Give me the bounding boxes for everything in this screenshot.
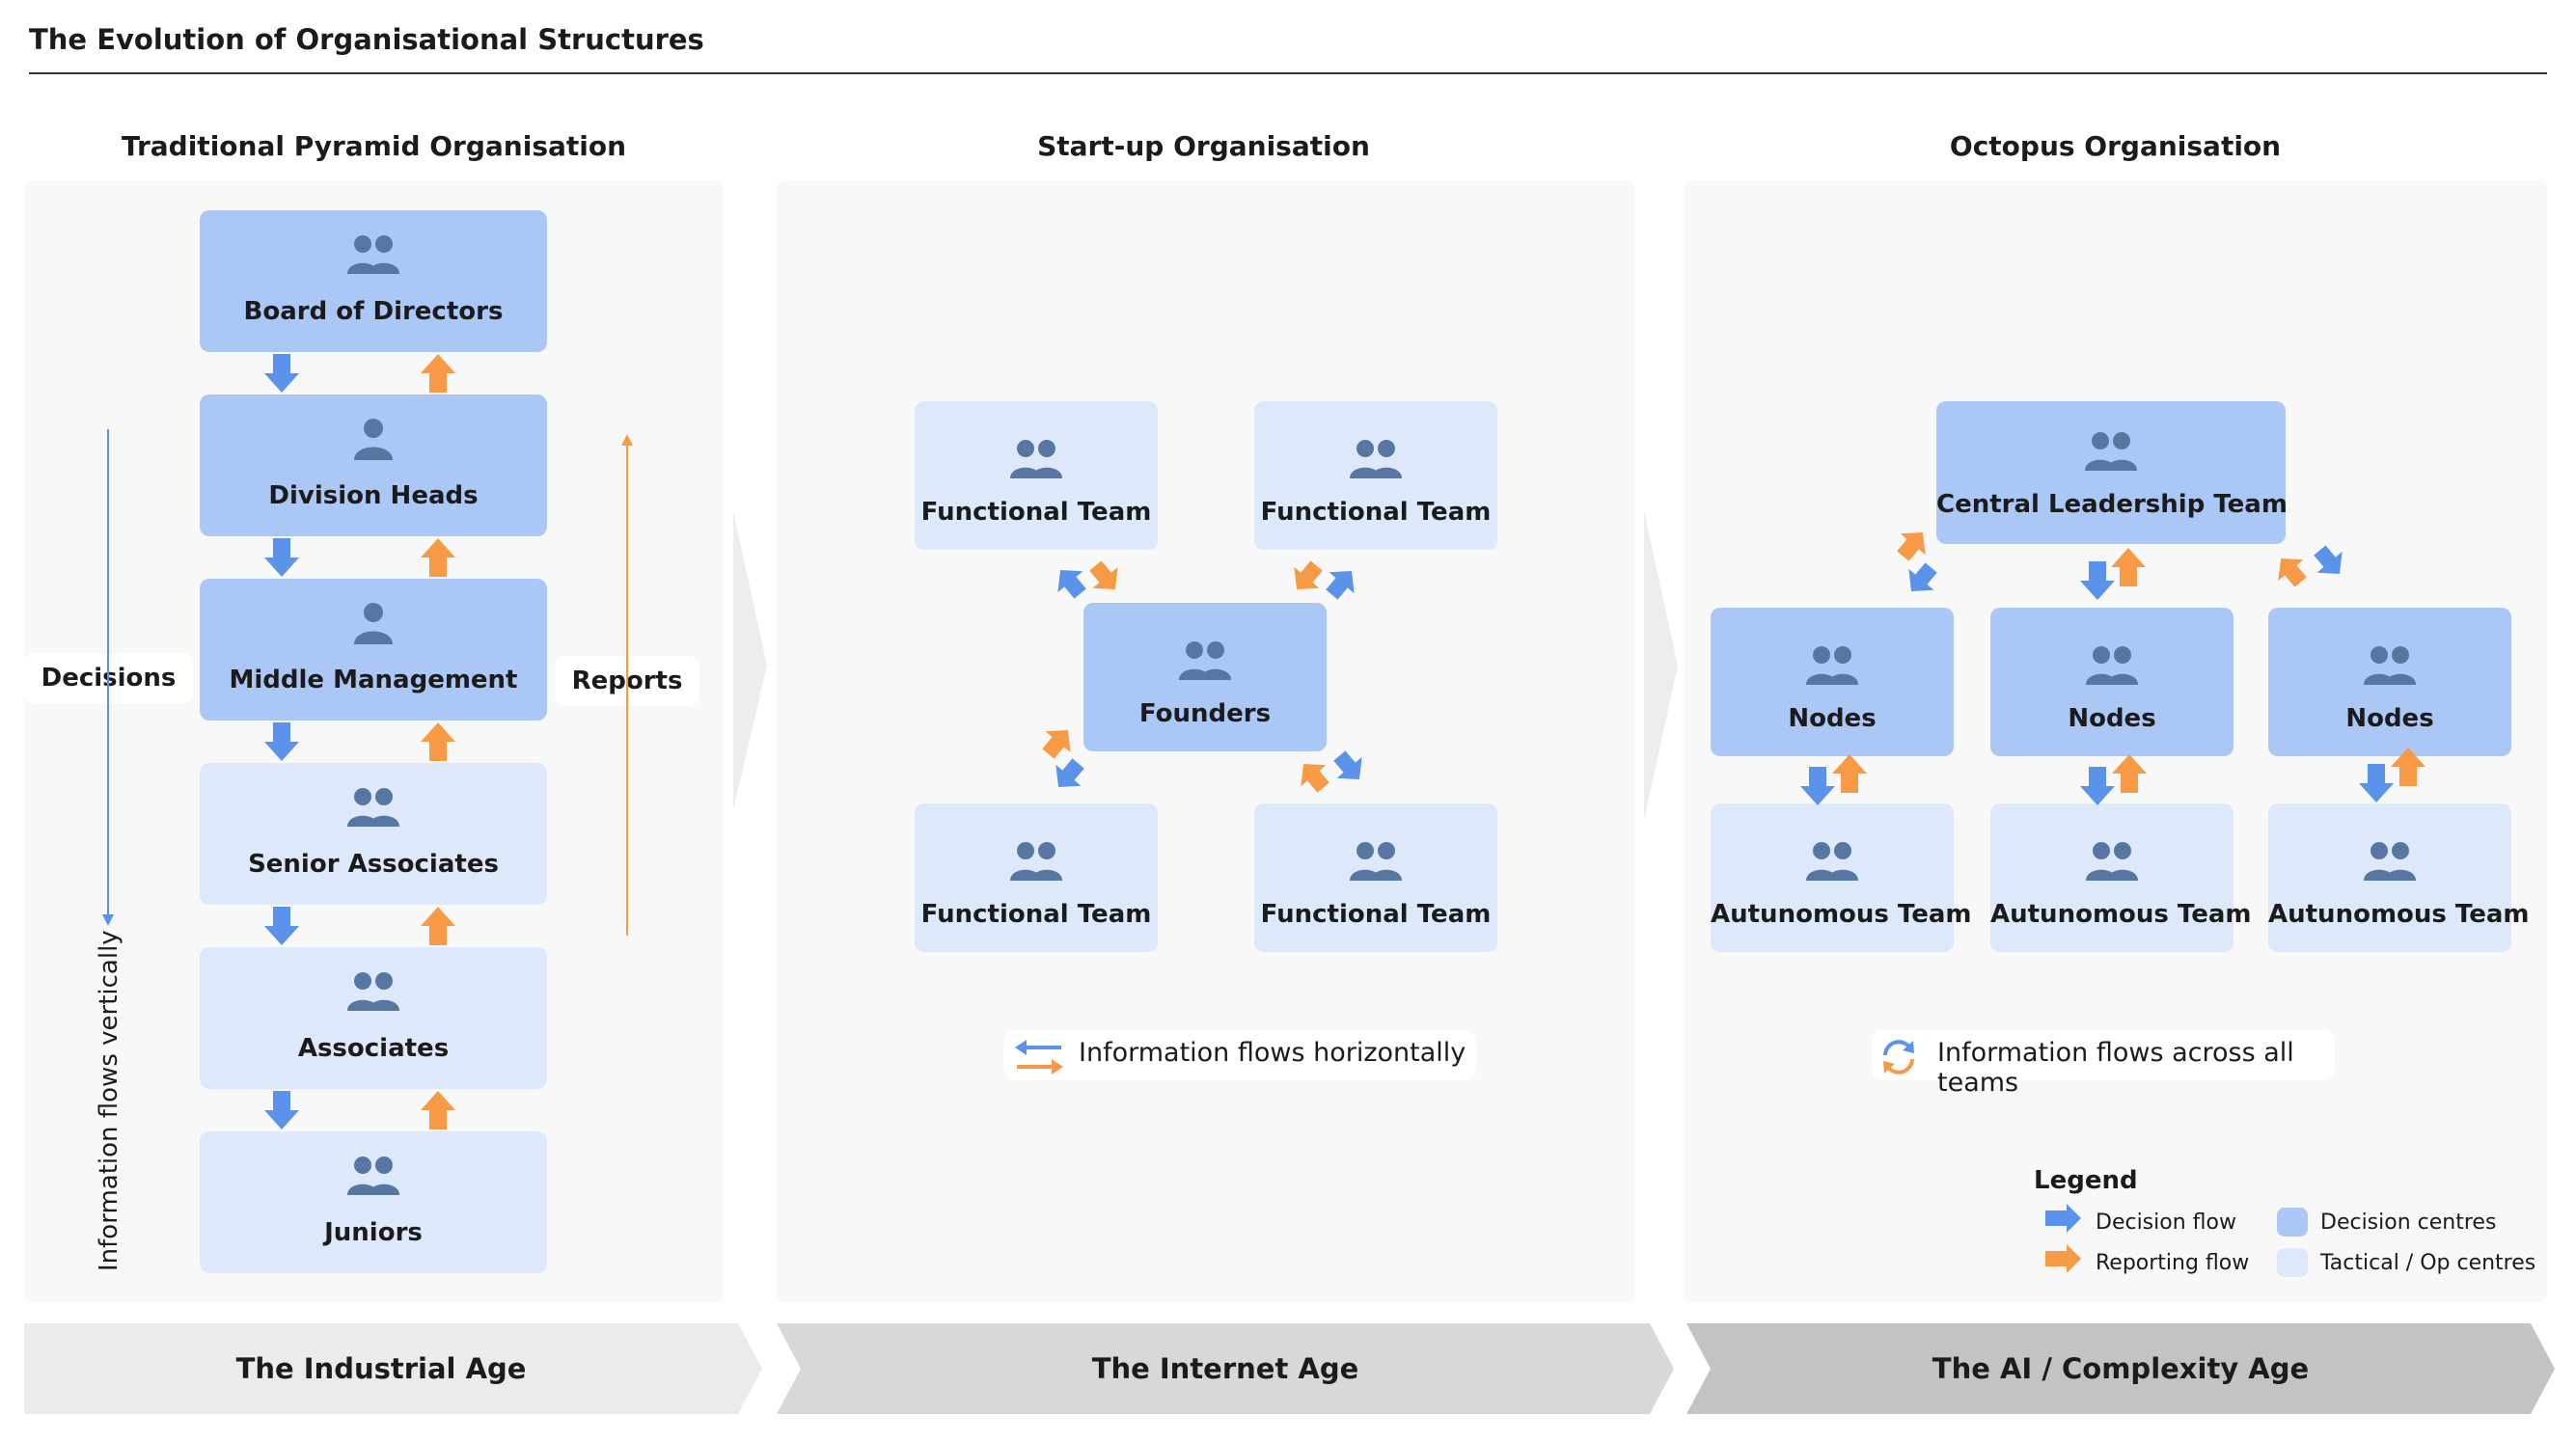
- pyramid-level-associates: Associates: [200, 947, 547, 1089]
- group-icon: [1178, 638, 1232, 688]
- reporting-flow-arrow: [2111, 548, 2146, 586]
- startup-team-top-left: Functional Team: [915, 401, 1158, 550]
- startup-caption: Information flows horizontally: [1003, 1030, 1476, 1080]
- octopus-title: Octopus Organisation: [1949, 130, 2282, 162]
- legend-decision-swatch: [2277, 1208, 2308, 1237]
- group-icon: [2085, 642, 2139, 693]
- decision-flow-arrow: [264, 354, 299, 393]
- reporting-flow-arrow: [421, 1091, 455, 1129]
- group-icon: [2084, 428, 2138, 478]
- reporting-flow-arrow: [2268, 548, 2314, 593]
- pyramid-panel: [24, 180, 724, 1302]
- legend-title: Legend: [2034, 1166, 2138, 1195]
- reporting-flow-arrow: [1890, 522, 1935, 567]
- octopus-node-1: Nodes: [1711, 608, 1954, 756]
- reporting-flow-arrow: [1082, 555, 1128, 600]
- startup-title: Start-up Organisation: [1037, 130, 1370, 162]
- decision-flow-arrow: [1327, 745, 1372, 790]
- person-icon: [346, 416, 400, 466]
- decision-flow-arrow: [1319, 560, 1364, 606]
- legend-decision-centres: Decision centres: [2320, 1211, 2497, 1235]
- group-icon: [2363, 642, 2417, 693]
- group-icon: [1009, 838, 1063, 888]
- pyramid-level-board: Board of Directors: [200, 210, 547, 352]
- column-separator-2: [1644, 511, 1678, 820]
- octopus-node-2: Nodes: [1990, 608, 2233, 756]
- legend-decision-flow: Decision flow: [2096, 1211, 2236, 1235]
- octopus-team-1: Autunomous Team: [1711, 803, 1972, 952]
- age-banner-ai-complexity: The AI / Complexity Age: [1686, 1323, 2555, 1414]
- person-icon: [346, 600, 400, 650]
- decision-flow-arrow: [2080, 561, 2115, 600]
- startup-team-bottom-right: Functional Team: [1254, 803, 1497, 952]
- startup-founders: Founders: [1083, 603, 1327, 751]
- decision-flow-arrow: [1800, 767, 1835, 805]
- page-title: The Evolution of Organisational Structur…: [29, 23, 704, 56]
- reporting-flow-arrow: [1035, 720, 1081, 765]
- pyramid-level-division-heads: Division Heads: [200, 395, 547, 536]
- group-icon: [1349, 838, 1403, 888]
- group-icon: [346, 784, 400, 834]
- group-icon: [1805, 642, 1859, 693]
- decision-flow-arrow: [1046, 752, 1091, 798]
- octopus-node-3: Nodes: [2268, 608, 2511, 756]
- pyramid-level-senior-associates: Senior Associates: [200, 763, 547, 905]
- group-icon: [1009, 436, 1063, 486]
- age-banner-industrial: The Industrial Age: [24, 1323, 762, 1414]
- octopus-team-3: Autunomous Team: [2268, 803, 2530, 952]
- age-banner-internet: The Internet Age: [777, 1323, 1674, 1414]
- refresh-cycle-icon: [1877, 1036, 1920, 1085]
- reporting-flow-arrow: [2391, 748, 2425, 786]
- decision-flow-arrow: [2080, 767, 2115, 805]
- pyramid-level-middle-management: Middle Management: [200, 579, 547, 721]
- decision-flow-arrow: [264, 722, 299, 761]
- reporting-flow-arrow: [2112, 754, 2147, 793]
- decisions-guide-head: [102, 914, 114, 926]
- group-icon: [346, 968, 400, 1019]
- swap-arrows-icon: [1011, 1036, 1067, 1085]
- decision-flow-arrow: [264, 907, 299, 945]
- startup-team-top-right: Functional Team: [1254, 401, 1497, 550]
- group-icon: [1349, 436, 1403, 486]
- title-rule: [29, 72, 2547, 74]
- decision-flow-arrow: [264, 1091, 299, 1129]
- column-separator-1: [733, 511, 767, 810]
- pyramid-level-juniors: Juniors: [200, 1131, 547, 1273]
- reporting-flow-arrow: [421, 907, 455, 945]
- group-icon: [346, 1153, 400, 1203]
- decision-flow-arrow: [1899, 557, 1944, 602]
- decision-flow-arrow: [2359, 764, 2394, 803]
- group-icon: [2085, 838, 2139, 888]
- reporting-flow-arrow: [421, 538, 455, 577]
- reporting-flow-arrow: [421, 354, 455, 393]
- legend-decision-arrow-icon: [2043, 1203, 2082, 1238]
- reporting-flow-arrow: [1832, 754, 1867, 793]
- startup-team-bottom-left: Functional Team: [915, 803, 1158, 952]
- legend-reporting-arrow-icon: [2043, 1243, 2082, 1278]
- group-icon: [346, 231, 400, 282]
- octopus-team-2: Autunomous Team: [1990, 803, 2252, 952]
- reporting-flow-arrow: [1284, 555, 1329, 600]
- decision-flow-arrow: [1048, 559, 1093, 605]
- reports-guide-head: [621, 434, 633, 446]
- octopus-leadership: Central Leadership Team: [1936, 401, 2288, 544]
- legend-reporting-flow: Reporting flow: [2096, 1251, 2250, 1275]
- decision-flow-arrow: [264, 538, 299, 577]
- legend-tactical-centres: Tactical / Op centres: [2320, 1251, 2536, 1275]
- octopus-caption: Information flows across all teams: [1872, 1030, 2335, 1098]
- reporting-flow-arrow: [1291, 753, 1336, 799]
- pyramid-title: Traditional Pyramid Organisation: [121, 130, 627, 162]
- decision-flow-arrow: [2307, 539, 2352, 585]
- group-icon: [2363, 838, 2417, 888]
- legend-tactical-swatch: [2277, 1248, 2308, 1277]
- group-icon: [1805, 838, 1859, 888]
- reporting-flow-arrow: [421, 722, 455, 761]
